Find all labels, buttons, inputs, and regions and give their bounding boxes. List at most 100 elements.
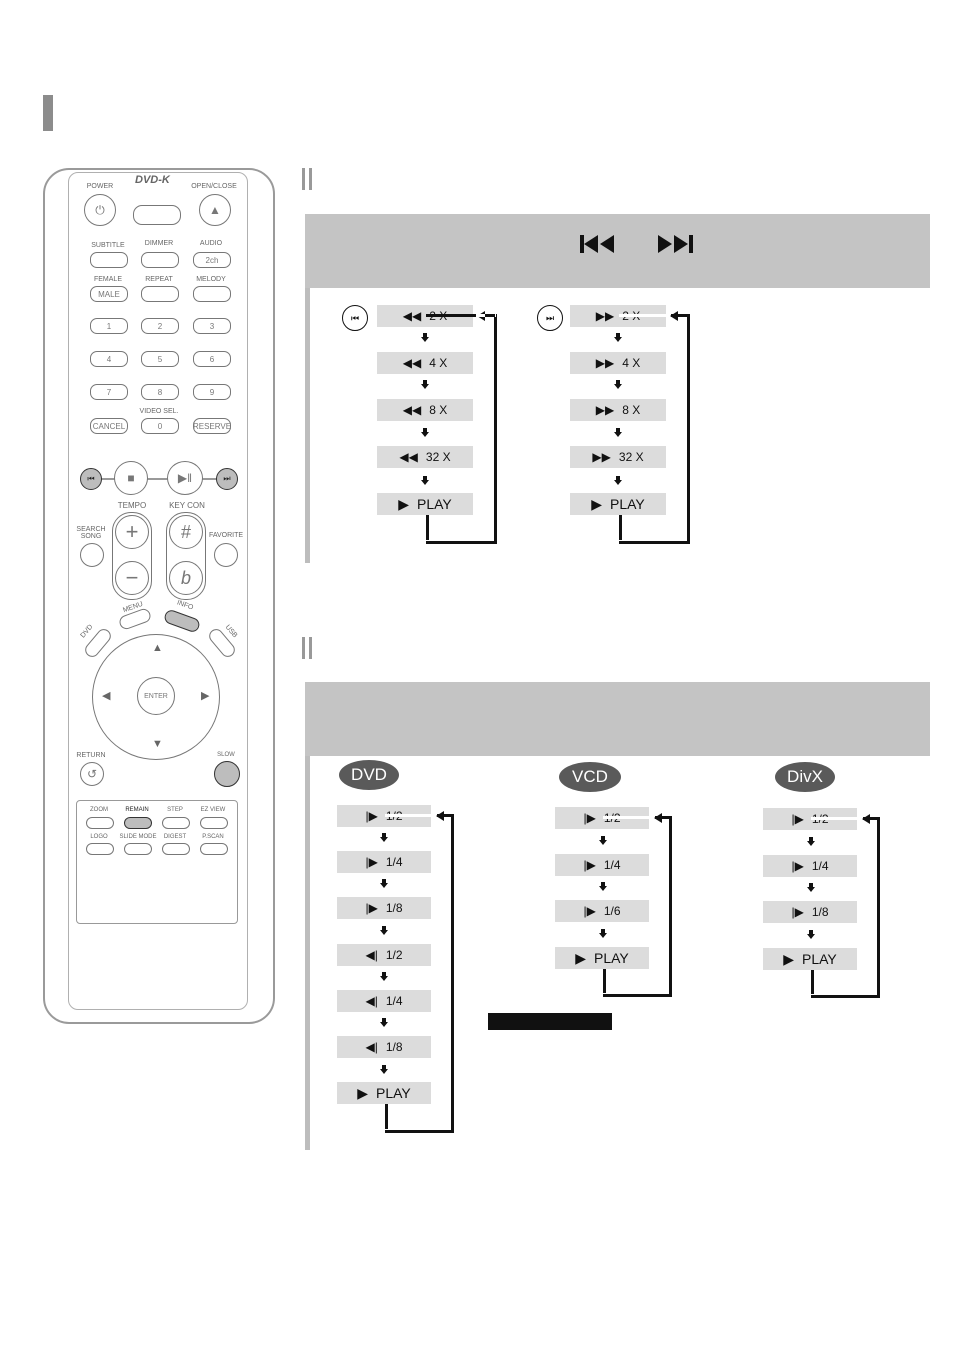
down-arrow-icon bbox=[380, 1065, 388, 1075]
play-icon: ▶ bbox=[783, 950, 794, 967]
step-label: STEP bbox=[167, 807, 183, 813]
slow-label: SLOW bbox=[217, 752, 235, 758]
down-arrow-icon bbox=[807, 930, 815, 940]
remain-button[interactable] bbox=[124, 817, 152, 829]
ez-view-button[interactable] bbox=[200, 817, 228, 829]
slow-forward-icon: |▶ bbox=[583, 811, 596, 825]
stop-icon: ■ bbox=[127, 471, 135, 485]
audio-label: AUDIO bbox=[199, 240, 223, 247]
enter-button[interactable]: ENTER bbox=[137, 677, 175, 715]
down-arrow-icon bbox=[614, 333, 622, 343]
fast-forward-icon: ▶▶ bbox=[592, 450, 611, 464]
melody-label: MELODY bbox=[196, 276, 226, 283]
tempo-up-button[interactable]: + bbox=[115, 515, 149, 549]
down-button[interactable]: ▼ bbox=[152, 738, 163, 750]
num-0-button[interactable]: 0 bbox=[141, 418, 179, 434]
divx-step: |▶1/8 bbox=[763, 901, 857, 923]
right-button[interactable]: ▶ bbox=[201, 689, 209, 702]
section1-mark-a bbox=[302, 168, 305, 190]
tempo-rocker bbox=[112, 512, 152, 600]
slide-mode-label: SLIDE MODE bbox=[119, 834, 157, 840]
skip-back-button[interactable]: ⏮ bbox=[80, 468, 102, 490]
rev-loop-line bbox=[426, 314, 497, 544]
num-1-button[interactable]: 1 bbox=[90, 318, 128, 334]
melody-button[interactable] bbox=[193, 286, 231, 302]
stop-button[interactable]: ■ bbox=[114, 461, 148, 495]
logo-button[interactable] bbox=[86, 843, 114, 855]
fast-forward-icon: ▶▶ bbox=[595, 309, 615, 323]
zoom-button[interactable] bbox=[86, 817, 114, 829]
divx-step: |▶1/4 bbox=[763, 855, 857, 877]
digest-label: DIGEST bbox=[163, 834, 187, 840]
tempo-down-button[interactable]: − bbox=[115, 561, 149, 595]
remote-body bbox=[68, 172, 248, 1010]
down-arrow-icon bbox=[807, 837, 815, 847]
key-flat-button[interactable]: b bbox=[169, 561, 203, 595]
num-5-button[interactable]: 5 bbox=[141, 351, 179, 367]
dimmer-button[interactable] bbox=[141, 252, 179, 268]
slow-forward-icon: |▶ bbox=[791, 859, 804, 873]
vcd-step: |▶1/6 bbox=[555, 900, 649, 922]
search-song-label: SEARCH SONG bbox=[76, 526, 106, 540]
reserve-button[interactable]: RESERVE bbox=[193, 418, 231, 434]
num-2-button[interactable]: 2 bbox=[141, 318, 179, 334]
divx-play: ▶PLAY bbox=[763, 948, 857, 970]
loop-arrow-icon bbox=[862, 814, 870, 824]
male-button[interactable]: MALE bbox=[90, 286, 128, 302]
repeat-button[interactable] bbox=[141, 286, 179, 302]
left-button[interactable]: ◀ bbox=[102, 689, 110, 702]
rewind-icon: ◀◀ bbox=[402, 356, 422, 370]
num-6-button[interactable]: 6 bbox=[193, 351, 231, 367]
cancel-button[interactable]: CANCEL bbox=[90, 418, 128, 434]
return-button[interactable]: ↺ bbox=[80, 762, 104, 786]
favorite-button[interactable] bbox=[214, 543, 238, 567]
up-button[interactable]: ▲ bbox=[152, 642, 163, 654]
rev-loop-top bbox=[485, 314, 495, 317]
dvd-loop-stem bbox=[385, 1104, 388, 1129]
num-9-button[interactable]: 9 bbox=[193, 384, 231, 400]
return-icon: ↺ bbox=[86, 767, 98, 781]
skip-back-icon: ⏮ bbox=[87, 474, 95, 483]
skip-forward-button[interactable]: ⏭ bbox=[216, 468, 238, 490]
skip-forward-icon: ⏭ bbox=[223, 474, 231, 483]
sharp-icon: # bbox=[180, 521, 191, 542]
slow-panel-side bbox=[305, 756, 310, 1150]
vcd-loop-gap bbox=[603, 816, 655, 819]
key-sharp-button[interactable]: # bbox=[169, 515, 203, 549]
right-arrow-icon: ▶ bbox=[201, 690, 210, 702]
num-3-button[interactable]: 3 bbox=[193, 318, 231, 334]
subtitle-button[interactable] bbox=[90, 252, 128, 268]
slow-forward-icon: |▶ bbox=[365, 855, 378, 869]
slow-forward-icon: |▶ bbox=[791, 812, 804, 826]
num-7-button[interactable]: 7 bbox=[90, 384, 128, 400]
slow-button[interactable] bbox=[214, 761, 240, 787]
slow-reverse-icon: ◀| bbox=[365, 948, 378, 962]
vcd-loop-line bbox=[603, 816, 672, 997]
audio-button[interactable]: 2ch bbox=[193, 252, 231, 268]
down-arrow-icon bbox=[614, 476, 622, 486]
digest-button[interactable] bbox=[162, 843, 190, 855]
fwd-step-play: ▶PLAY bbox=[570, 493, 666, 515]
power-label: POWER bbox=[86, 183, 114, 190]
slide-mode-button[interactable] bbox=[124, 843, 152, 855]
down-arrow-icon bbox=[599, 882, 607, 892]
step-button[interactable] bbox=[162, 817, 190, 829]
rewind-icon: ◀◀ bbox=[402, 309, 422, 323]
p-scan-button[interactable] bbox=[200, 843, 228, 855]
blank-button[interactable] bbox=[133, 205, 181, 225]
search-song-button[interactable] bbox=[80, 543, 104, 567]
power-button[interactable]: ⏻ bbox=[84, 194, 116, 226]
zoom-label: ZOOM bbox=[90, 807, 108, 813]
play-pause-button[interactable]: ▶‖ bbox=[167, 461, 203, 495]
slow-reverse-icon: ◀| bbox=[365, 994, 378, 1008]
up-arrow-icon: ▲ bbox=[152, 642, 163, 654]
divx-badge: DivX bbox=[775, 762, 835, 792]
dimmer-label: DIMMER bbox=[144, 240, 174, 247]
num-8-button[interactable]: 8 bbox=[141, 384, 179, 400]
rev-step-4x: ◀◀4 X bbox=[377, 352, 473, 374]
num-4-button[interactable]: 4 bbox=[90, 351, 128, 367]
down-arrow-icon bbox=[599, 836, 607, 846]
loop-arrow-icon bbox=[670, 311, 678, 321]
fwd-step-32x: ▶▶32 X bbox=[570, 446, 666, 468]
open-close-button[interactable]: ▲ bbox=[199, 194, 231, 226]
